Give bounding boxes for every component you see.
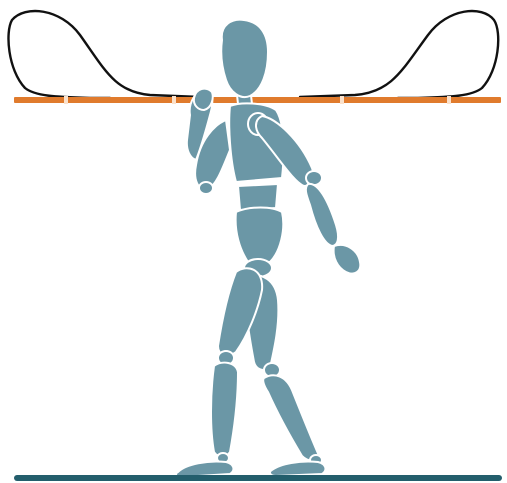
ground-line <box>14 475 502 481</box>
overhead-bar-rod <box>14 97 501 103</box>
pelvis <box>236 208 284 263</box>
front-shin <box>211 363 238 457</box>
back-foot <box>270 461 326 476</box>
bar-joint <box>340 96 344 104</box>
left-cable-loop <box>8 11 200 98</box>
near-arm-forearm <box>306 184 338 246</box>
mannequin-figure <box>176 20 360 477</box>
near-hand <box>334 245 361 274</box>
back-shin <box>263 375 320 460</box>
overhead-bar <box>14 96 501 104</box>
head <box>221 20 268 97</box>
right-cable-loop <box>300 11 498 98</box>
raised-hand <box>194 89 213 110</box>
bar-joint <box>172 96 176 104</box>
near-elbow-joint <box>306 171 322 185</box>
raised-elbow-joint <box>199 182 213 194</box>
bar-joint <box>64 96 68 104</box>
front-foot <box>176 461 234 477</box>
waist <box>238 184 278 210</box>
bar-joint <box>447 96 451 104</box>
